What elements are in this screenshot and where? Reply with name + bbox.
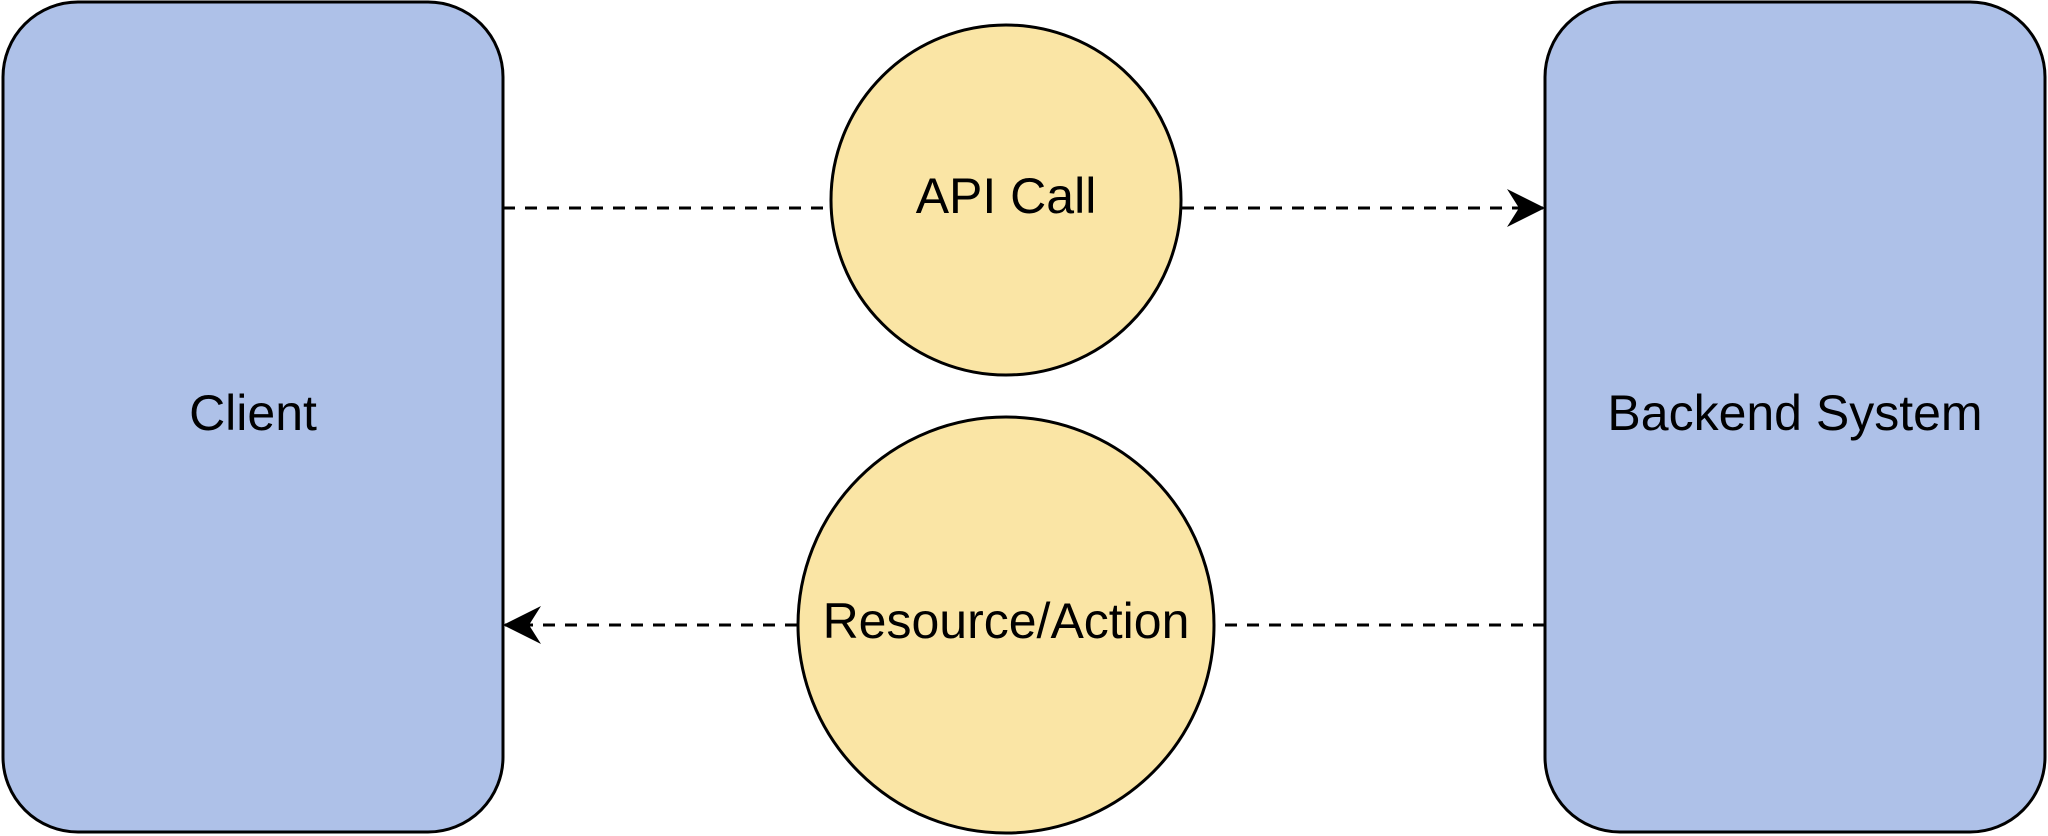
client-box	[1, 0, 505, 834]
api-call-label: API Call	[916, 168, 1097, 224]
backend-system-label: Backend System	[1607, 385, 1982, 441]
resource-action-label: Resource/Action	[823, 593, 1190, 649]
api-call-circle	[829, 23, 1183, 377]
client-label: Client	[189, 385, 317, 441]
backend-system-box	[1543, 0, 2047, 834]
resource-action-circle	[796, 415, 1216, 835]
